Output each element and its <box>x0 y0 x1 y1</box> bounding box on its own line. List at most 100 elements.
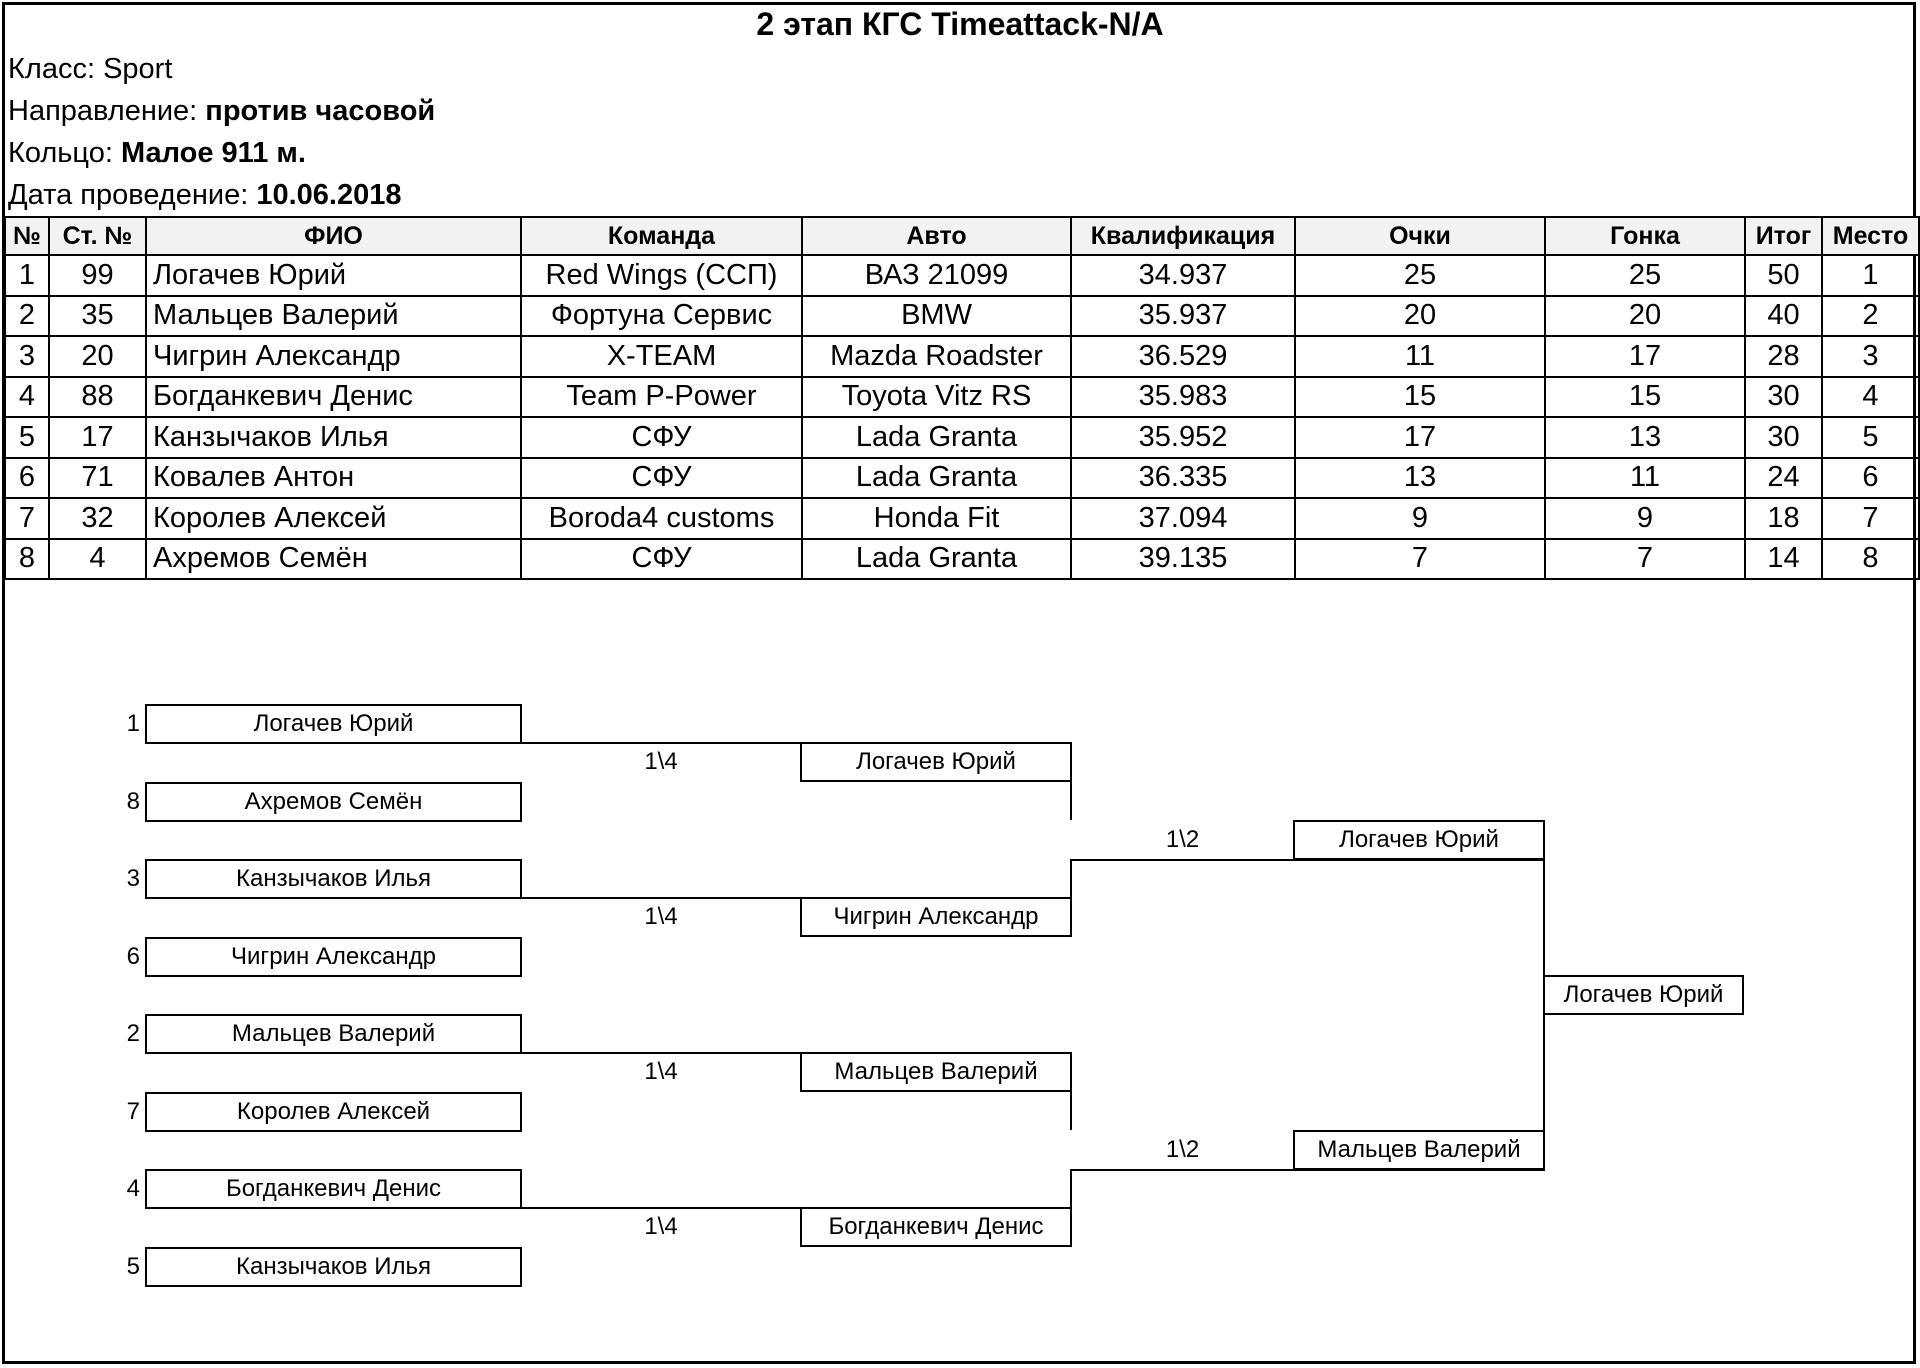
cell-place: 3 <box>1821 335 1920 378</box>
bracket-connector <box>145 1052 802 1054</box>
cell-points: 17 <box>1294 416 1546 459</box>
bracket-connector <box>1070 859 1072 897</box>
seed-number: 8 <box>126 788 140 815</box>
cell-start-num: 35 <box>48 294 147 337</box>
cell-start-num: 99 <box>48 254 147 297</box>
cell-points: 25 <box>1294 254 1546 297</box>
cell-points: 7 <box>1294 537 1546 580</box>
cell-name: Богданкевич Денис <box>145 375 522 418</box>
cell-qualification: 37.094 <box>1070 497 1296 540</box>
cell-car: Honda Fit <box>801 497 1072 540</box>
bracket-connector <box>1070 859 1545 861</box>
seed-number: 3 <box>126 865 140 892</box>
cell-car: Mazda Roadster <box>801 335 1072 378</box>
header-name: ФИО <box>145 216 522 256</box>
cell-place: 4 <box>1821 375 1920 418</box>
date-value: 10.06.2018 <box>256 179 402 211</box>
cell-car: Lada Granta <box>801 537 1072 580</box>
bracket-connector <box>1070 1092 1072 1130</box>
cell-car: BMW <box>801 294 1072 337</box>
cell-team: Red Wings (ССП) <box>520 254 803 297</box>
header-points: Очки <box>1294 216 1546 256</box>
header-place: Место <box>1821 216 1920 256</box>
header-num: № <box>4 216 50 256</box>
direction-label: Направление: <box>8 95 198 127</box>
cell-race: 25 <box>1544 254 1746 297</box>
cell-qualification: 36.335 <box>1070 456 1296 499</box>
ring-value: Малое 911 м. <box>120 137 306 169</box>
cell-race: 17 <box>1544 335 1746 378</box>
semi-final-label: 1\2 <box>1165 826 1200 853</box>
bracket-slot: Логачев Юрий <box>145 704 522 744</box>
header-start-num: Ст. № <box>48 216 147 256</box>
direction-value: против часовой <box>205 95 436 127</box>
cell-race: 13 <box>1544 416 1746 459</box>
date-line: Дата проведение: 10.06.2018 <box>8 176 401 214</box>
cell-team: X-TEAM <box>520 335 803 378</box>
cell-place: 7 <box>1821 497 1920 540</box>
cell-num: 3 <box>4 335 50 378</box>
class-label: Класс: <box>8 53 95 85</box>
semi-winner-slot: Логачев Юрий <box>1293 820 1545 860</box>
cell-points: 13 <box>1294 456 1546 499</box>
cell-points: 11 <box>1294 335 1546 378</box>
final-winner-slot: Логачев Юрий <box>1543 975 1744 1015</box>
cell-team: Фортуна Сервис <box>520 294 803 337</box>
cell-start-num: 71 <box>48 456 147 499</box>
cell-race: 11 <box>1544 456 1746 499</box>
cell-team: Team P-Power <box>520 375 803 418</box>
cell-race: 15 <box>1544 375 1746 418</box>
bracket-slot: Ахремов Семён <box>145 782 522 822</box>
header-qualification: Квалификация <box>1070 216 1296 256</box>
cell-name: Канзычаков Илья <box>145 416 522 459</box>
semi-final-label: 1\2 <box>1165 1136 1200 1163</box>
cell-name: Королев Алексей <box>145 497 522 540</box>
cell-total: 30 <box>1744 375 1823 418</box>
cell-place: 8 <box>1821 537 1920 580</box>
ring-label: Кольцо: <box>8 137 113 169</box>
cell-total: 24 <box>1744 456 1823 499</box>
results-table: № Ст. № ФИО Команда Авто Квалификация Оч… <box>4 216 1920 580</box>
seed-number: 1 <box>126 710 140 737</box>
bracket-connector <box>145 742 802 744</box>
cell-race: 9 <box>1544 497 1746 540</box>
bracket-slot: Мальцев Валерий <box>145 1014 522 1054</box>
header-team: Команда <box>520 216 803 256</box>
cell-name: Ковалев Антон <box>145 456 522 499</box>
bracket-slot: Чигрин Александр <box>145 937 522 977</box>
quarter-final-label: 1\4 <box>644 1058 678 1085</box>
cell-total: 28 <box>1744 335 1823 378</box>
class-line: Класс: Sport <box>8 50 172 88</box>
cell-team: СФУ <box>520 537 803 580</box>
cell-num: 5 <box>4 416 50 459</box>
cell-num: 2 <box>4 294 50 337</box>
quarter-winner-slot: Богданкевич Денис <box>800 1207 1072 1247</box>
cell-place: 2 <box>1821 294 1920 337</box>
cell-qualification: 35.937 <box>1070 294 1296 337</box>
semi-winner-slot: Мальцев Валерий <box>1293 1130 1545 1170</box>
cell-qualification: 35.952 <box>1070 416 1296 459</box>
cell-name: Чигрин Александр <box>145 335 522 378</box>
cell-points: 9 <box>1294 497 1546 540</box>
cell-car: ВАЗ 21099 <box>801 254 1072 297</box>
cell-total: 40 <box>1744 294 1823 337</box>
seed-number: 2 <box>126 1020 140 1047</box>
bracket-connector <box>1070 1169 1072 1207</box>
cell-name: Ахремов Семён <box>145 537 522 580</box>
quarter-final-label: 1\4 <box>644 748 678 775</box>
direction-line: Направление: против часовой <box>8 92 435 130</box>
cell-qualification: 39.135 <box>1070 537 1296 580</box>
cell-start-num: 17 <box>48 416 147 459</box>
cell-total: 14 <box>1744 537 1823 580</box>
cell-name: Логачев Юрий <box>145 254 522 297</box>
quarter-final-label: 1\4 <box>644 1213 678 1240</box>
class-value: Sport <box>103 53 173 85</box>
seed-number: 5 <box>126 1253 140 1280</box>
cell-team: СФУ <box>520 456 803 499</box>
cell-car: Lada Granta <box>801 456 1072 499</box>
